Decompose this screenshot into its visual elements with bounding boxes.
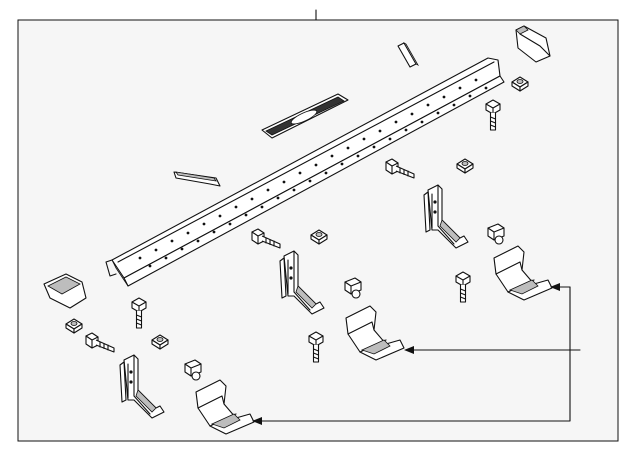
clip-tab [173, 171, 221, 187]
running-board-step-bar [105, 57, 505, 287]
end-cap-rear [515, 25, 551, 63]
callout-leader-group [252, 283, 581, 425]
end-cap-front [43, 273, 87, 309]
trim-strip [397, 42, 420, 68]
step-pad-insert [261, 93, 349, 139]
